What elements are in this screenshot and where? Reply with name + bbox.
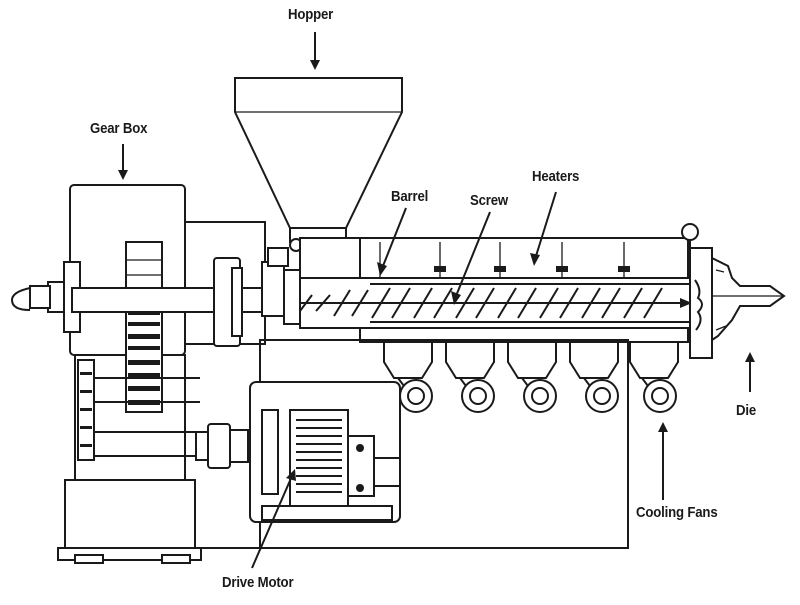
label-gear-box: Gear Box xyxy=(90,120,148,137)
label-hopper: Hopper xyxy=(288,6,334,23)
cooling-fan-4 xyxy=(569,341,619,413)
label-heaters: Heaters xyxy=(532,168,580,185)
barrel xyxy=(299,237,699,343)
label-arrows xyxy=(118,32,755,569)
cooling-fan-2 xyxy=(445,341,495,413)
label-barrel: Barrel xyxy=(391,188,429,205)
cooling-fan-1 xyxy=(383,341,433,413)
label-screw: Screw xyxy=(470,192,509,209)
label-cooling-fans: Cooling Fans xyxy=(636,504,718,521)
cooling-fans xyxy=(383,341,679,413)
cooling-fan-3 xyxy=(507,341,557,413)
drive-coupling xyxy=(71,221,305,347)
gear-box xyxy=(10,184,202,564)
cooling-fan-5 xyxy=(629,341,679,413)
screw xyxy=(299,287,692,319)
drive-motor xyxy=(195,381,401,523)
die xyxy=(681,223,786,359)
label-die: Die xyxy=(736,402,757,419)
label-drive-motor: Drive Motor xyxy=(222,574,294,591)
